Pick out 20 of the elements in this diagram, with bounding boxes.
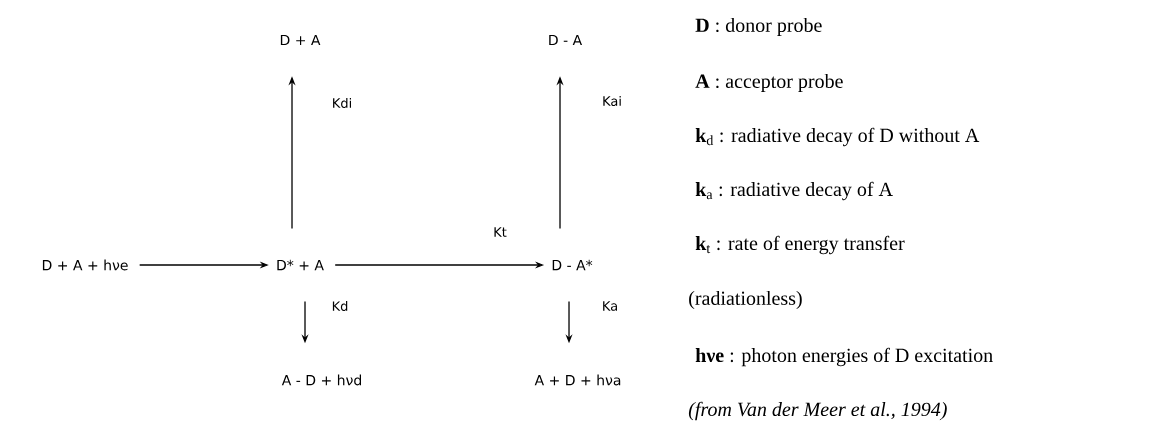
legend-text: A : acceptor probe xyxy=(695,73,843,93)
legend-text: D : donor probe xyxy=(695,17,822,37)
legend-text: hνe : photon energies of D excitation xyxy=(695,347,993,367)
state-label: D + A xyxy=(280,34,321,46)
state-label: D - A xyxy=(549,34,583,46)
legend-text: k$_{t}$ : rate of energy transfer xyxy=(695,235,905,255)
legend-text: k$_{a}$ : radiative decay of A xyxy=(695,181,893,201)
legend-text: (from Van der Meer et al., 1994) xyxy=(688,401,947,421)
edge-label: Kt xyxy=(492,226,508,238)
state-label: A - D + hνd xyxy=(281,374,361,386)
state-label: D + A + hνe xyxy=(42,259,128,271)
legend-text: k$_{d}$ : radiative decay of D without A xyxy=(695,127,980,147)
state-label: A + D + hνa xyxy=(534,374,621,386)
edge-label: Ka xyxy=(600,300,620,312)
edge-label: Kai xyxy=(601,94,623,108)
edge-label: Kdi xyxy=(330,96,354,110)
state-label: D - A* xyxy=(552,259,593,271)
edge-label: Kd xyxy=(330,299,350,313)
state-label: D* + A xyxy=(277,259,324,271)
legend-text: (radiationless) xyxy=(689,290,802,310)
